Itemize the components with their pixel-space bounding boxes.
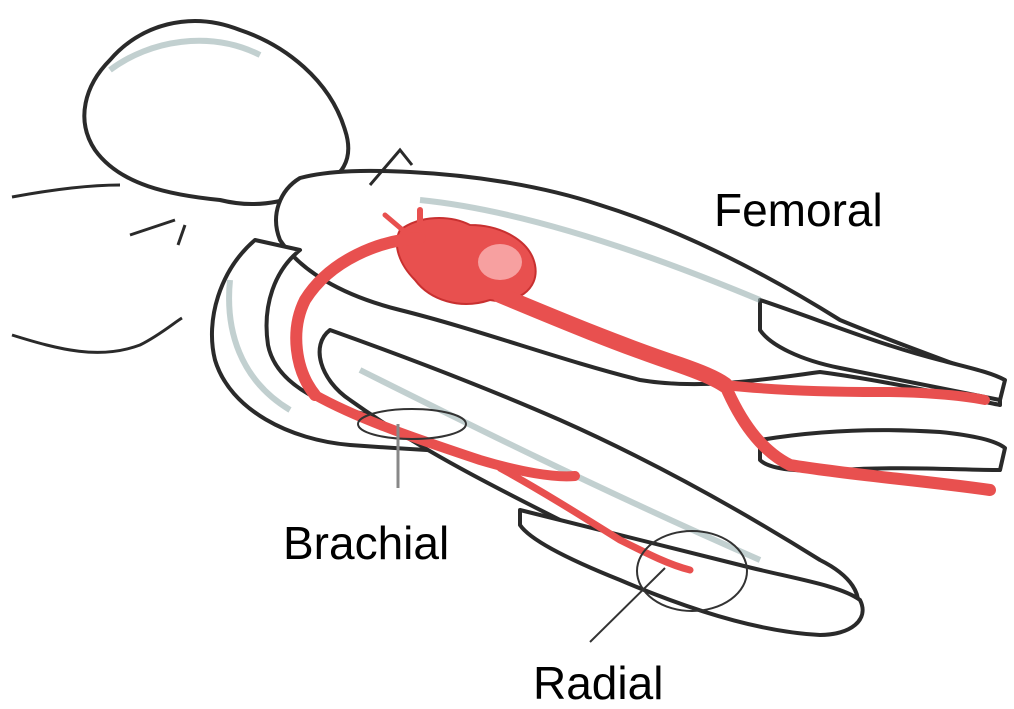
radial-label: Radial: [533, 660, 663, 706]
brachial-label: Brachial: [283, 520, 449, 566]
heart-highlight: [478, 244, 522, 280]
femoral-label: Femoral: [714, 187, 883, 233]
leg-upper: [760, 300, 1005, 400]
body-outline: [84, 21, 1005, 635]
